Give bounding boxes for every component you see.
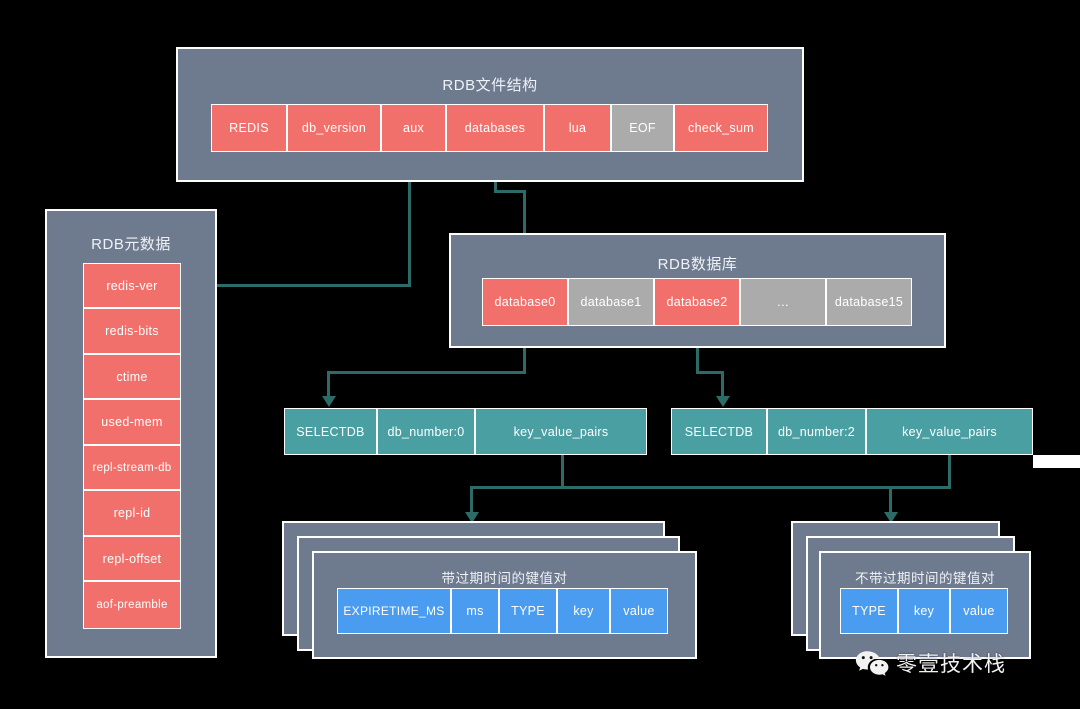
selectdb-left-cell-key-value-pairs[interactable]: key_value_pairs [475, 408, 647, 455]
rdb-file-cell-lua[interactable]: lua [544, 104, 611, 152]
watermark: 零壹技术栈 [855, 648, 1006, 678]
connector-aux-left [195, 284, 411, 287]
rdb-metadata-cell-redis-ver[interactable]: redis-ver [83, 263, 181, 308]
selectdb-right-cell-db-number[interactable]: db_number:2 [767, 408, 866, 455]
rdb-metadata-cell-redis-bits[interactable]: redis-bits [83, 308, 181, 354]
rdb-databases-cell-database0[interactable]: database0 [482, 278, 568, 326]
watermark-label: 零壹技术栈 [896, 652, 1006, 676]
rdb-file-cell-redis[interactable]: REDIS [211, 104, 287, 152]
rdb-databases-title: RDB数据库 [657, 256, 738, 273]
kv-with-expire-title: 带过期时间的键值对 [441, 571, 568, 586]
connector-db0-down2 [327, 371, 330, 401]
connector-db2-down [696, 326, 699, 374]
wechat-icon [855, 650, 889, 676]
connector-db0-left [327, 371, 526, 374]
connector-kvp-branch-right [889, 486, 892, 518]
rdb-metadata-cell-aof-preamble[interactable]: aof-preamble [83, 581, 181, 629]
kv-without-expire-cell-value[interactable]: value [950, 588, 1008, 634]
rdb-file-cell-aux[interactable]: aux [381, 104, 446, 152]
selectdb-right-cell-key-value-pairs[interactable]: key_value_pairs [866, 408, 1033, 455]
connector-kvp-right-down [948, 455, 951, 487]
kv-without-expire-cell-key[interactable]: key [898, 588, 950, 634]
connector-aux-down [408, 152, 411, 286]
connector-databases-right [494, 190, 526, 193]
connector-kvp-branch-right-arrowhead [884, 512, 898, 523]
rdb-databases-cell-ellipsis[interactable]: … [740, 278, 826, 326]
selectdb-left-cell-db-number[interactable]: db_number:0 [377, 408, 475, 455]
connector-db2-right [696, 371, 724, 374]
connector-kvp-branch-left [470, 486, 473, 518]
kv-with-expire-cell-key[interactable]: key [557, 588, 610, 634]
connector-kvp-bus [470, 486, 951, 489]
kv-without-expire-cell-type[interactable]: TYPE [840, 588, 898, 634]
rdb-metadata-cell-repl-stream-db[interactable]: repl-stream-db [83, 445, 181, 490]
kv-with-expire-cell-ms[interactable]: ms [451, 588, 499, 634]
rdb-metadata-cell-used-mem[interactable]: used-mem [83, 399, 181, 445]
kv-with-expire-cell-value[interactable]: value [610, 588, 668, 634]
rdb-databases-cell-database1[interactable]: database1 [568, 278, 654, 326]
selectdb-left-cell-selectdb[interactable]: SELECTDB [284, 408, 377, 455]
rdb-databases-cell-database2[interactable]: database2 [654, 278, 740, 326]
connector-db2-down2 [721, 371, 724, 401]
rdb-databases-cell-database15[interactable]: database15 [826, 278, 912, 326]
rdb-metadata-title: RDB元数据 [91, 236, 171, 253]
connector-kvp-left-down [561, 455, 564, 487]
rdb-file-cell-check-sum[interactable]: check_sum [674, 104, 768, 152]
kv-without-expire-title: 不带过期时间的键值对 [855, 571, 995, 586]
kv-with-expire-cell-expiretime-ms[interactable]: EXPIRETIME_MS [337, 588, 451, 634]
kv-with-expire-cell-type[interactable]: TYPE [499, 588, 557, 634]
edge-artifact [1033, 455, 1080, 468]
connector-db2-arrowhead [716, 396, 730, 407]
rdb-metadata-cell-repl-offset[interactable]: repl-offset [83, 536, 181, 581]
connector-kvp-branch-left-arrowhead [465, 512, 479, 523]
connector-db0-down [523, 326, 526, 374]
rdb-file-cell-db-version[interactable]: db_version [287, 104, 381, 152]
rdb-metadata-cell-repl-id[interactable]: repl-id [83, 490, 181, 536]
selectdb-right-cell-selectdb[interactable]: SELECTDB [671, 408, 767, 455]
rdb-file-cell-databases[interactable]: databases [446, 104, 544, 152]
connector-db0-arrowhead [322, 396, 336, 407]
rdb-file-cell-eof[interactable]: EOF [611, 104, 674, 152]
rdb-file-title: RDB文件结构 [442, 77, 538, 94]
rdb-metadata-cell-ctime[interactable]: ctime [83, 354, 181, 399]
